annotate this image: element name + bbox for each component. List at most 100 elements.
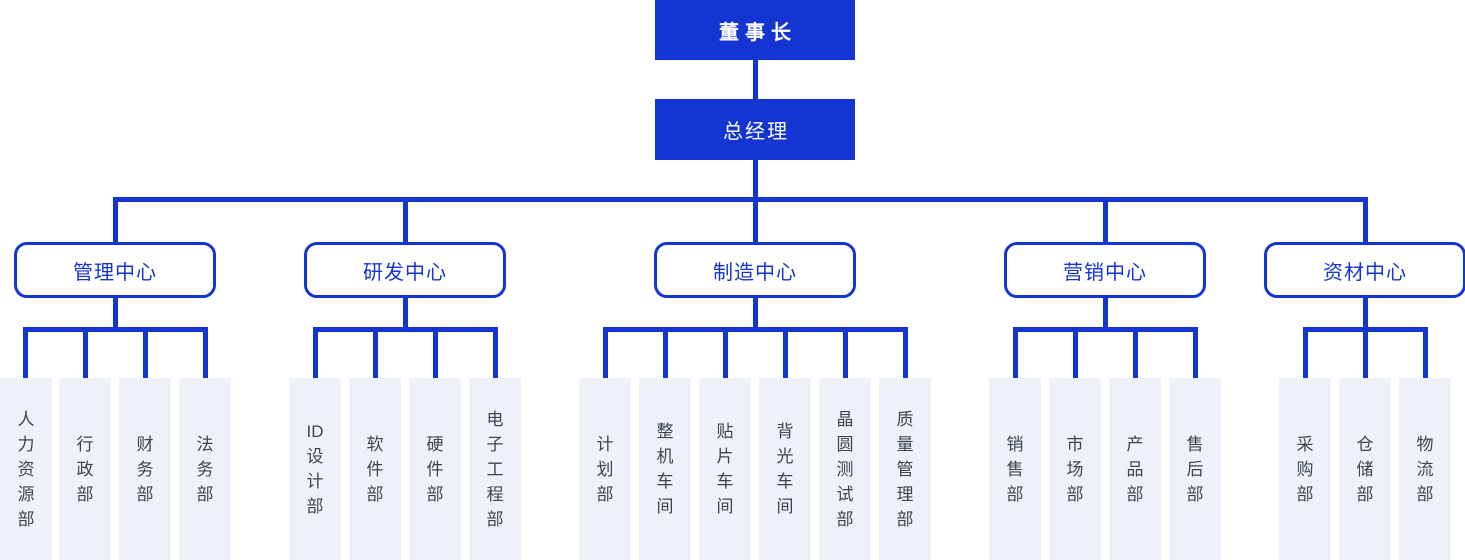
- center-node-2: 制造中心: [654, 242, 856, 298]
- connector-line: [113, 197, 118, 242]
- connector-line: [753, 60, 758, 99]
- connector-line: [753, 160, 758, 202]
- department-label-segment: 硬: [426, 434, 444, 454]
- department-label-segment: 采: [1296, 434, 1314, 454]
- connector-line: [1013, 327, 1018, 378]
- connector-line: [753, 298, 758, 330]
- department-label-segment: 间: [776, 497, 794, 516]
- department-label-segment: 行: [76, 434, 94, 454]
- connector-line: [1193, 327, 1198, 378]
- department-node-4-1: 仓储部: [1339, 378, 1391, 560]
- connector-line: [1303, 327, 1308, 378]
- department-label-segment: 软: [366, 434, 384, 454]
- department-label-segment: 部: [836, 509, 854, 529]
- department-node-2-2: 贴片车间: [699, 378, 751, 560]
- department-node-4-2: 物流部: [1399, 378, 1451, 560]
- department-label-segment: 储: [1356, 459, 1374, 479]
- department-label-segment: 理: [896, 484, 914, 504]
- department-node-2-1: 整机车间: [639, 378, 691, 560]
- connector-line: [493, 327, 498, 378]
- department-label-segment: 背: [776, 422, 794, 441]
- connector-line: [1073, 327, 1078, 378]
- department-node-1-1: 软件部: [349, 378, 401, 560]
- department-label-segment: 划: [596, 459, 614, 479]
- connector-line: [433, 327, 438, 378]
- department-label-segment: 后: [1186, 459, 1204, 479]
- connector-line: [373, 327, 378, 378]
- connector-line: [1013, 327, 1198, 332]
- connector-line: [403, 197, 408, 242]
- department-label-segment: 间: [656, 497, 674, 516]
- department-node-2-0: 计划部: [579, 378, 631, 560]
- department-label-segment: 物: [1416, 434, 1434, 454]
- connector-line: [723, 327, 728, 378]
- connector-line: [903, 327, 908, 378]
- department-label-segment: 源: [17, 484, 35, 504]
- department-label-segment: 计: [306, 472, 324, 491]
- department-label-segment: 设: [306, 447, 324, 466]
- connector-line: [403, 298, 408, 330]
- department-label-segment: 市: [1066, 434, 1084, 454]
- department-label-segment: 晶: [836, 409, 854, 429]
- department-node-1-3: 电子工程部: [469, 378, 521, 560]
- connector-line: [1363, 197, 1368, 242]
- connector-line: [313, 327, 498, 332]
- connector-line: [313, 327, 318, 378]
- department-label-segment: 仓: [1356, 434, 1374, 454]
- department-label-segment: 程: [486, 484, 504, 504]
- department-label-segment: 部: [896, 509, 914, 529]
- department-label-segment: 测: [836, 459, 854, 479]
- department-label-segment: 部: [1416, 484, 1434, 504]
- department-label-segment: 部: [76, 484, 94, 504]
- department-node-1-2: 硬件部: [409, 378, 461, 560]
- department-label-segment: 件: [426, 459, 444, 479]
- department-label-segment: 部: [196, 484, 214, 504]
- connector-line: [23, 327, 28, 378]
- department-node-3-2: 产品部: [1109, 378, 1161, 560]
- connector-line: [663, 327, 668, 378]
- department-label-segment: 人: [17, 409, 35, 429]
- department-label-segment: 部: [1296, 484, 1314, 504]
- connector-line: [783, 327, 788, 378]
- department-label-segment: 务: [196, 459, 214, 479]
- department-label-segment: 售: [1006, 459, 1024, 479]
- department-label-segment: 部: [1186, 484, 1204, 504]
- department-label-segment: 资: [17, 459, 35, 479]
- department-node-2-3: 背光车间: [759, 378, 811, 560]
- department-node-0-0: 人力资源部: [0, 378, 52, 560]
- department-label-segment: 片: [716, 447, 734, 466]
- department-label-segment: 财: [136, 434, 154, 454]
- department-label-segment: 部: [596, 484, 614, 504]
- department-label-segment: 质: [896, 409, 914, 429]
- department-label-segment: 圆: [836, 434, 854, 454]
- department-label-segment: 子: [486, 434, 504, 454]
- department-label-segment: 部: [1356, 484, 1374, 504]
- department-label-segment: 部: [17, 509, 35, 529]
- department-label-segment: 法: [196, 434, 214, 454]
- department-label-segment: 部: [486, 509, 504, 529]
- center-node-3: 营销中心: [1004, 242, 1206, 298]
- center-node-4: 资材中心: [1264, 242, 1465, 298]
- department-node-3-1: 市场部: [1049, 378, 1101, 560]
- department-label-segment: 光: [776, 447, 794, 466]
- department-node-2-5: 质量管理部: [879, 378, 931, 560]
- department-label-segment: 贴: [716, 422, 734, 441]
- connector-line: [203, 327, 208, 378]
- department-label-segment: 电: [486, 409, 504, 429]
- department-label-segment: 部: [366, 484, 384, 504]
- connector-line: [1103, 197, 1108, 242]
- department-node-0-2: 财务部: [119, 378, 171, 560]
- department-label-segment: 试: [836, 484, 854, 504]
- connector-line: [83, 327, 88, 378]
- department-label-segment: 机: [656, 447, 674, 466]
- department-label-segment: 部: [1006, 484, 1024, 504]
- connector-line: [1363, 298, 1368, 330]
- department-label-segment: 整: [656, 422, 674, 441]
- department-node-3-0: 销售部: [989, 378, 1041, 560]
- department-label-segment: 品: [1126, 459, 1144, 479]
- department-node-0-3: 法务部: [179, 378, 231, 560]
- department-node-4-0: 采购部: [1279, 378, 1331, 560]
- center-node-1: 研发中心: [304, 242, 506, 298]
- department-node-3-3: 售后部: [1169, 378, 1221, 560]
